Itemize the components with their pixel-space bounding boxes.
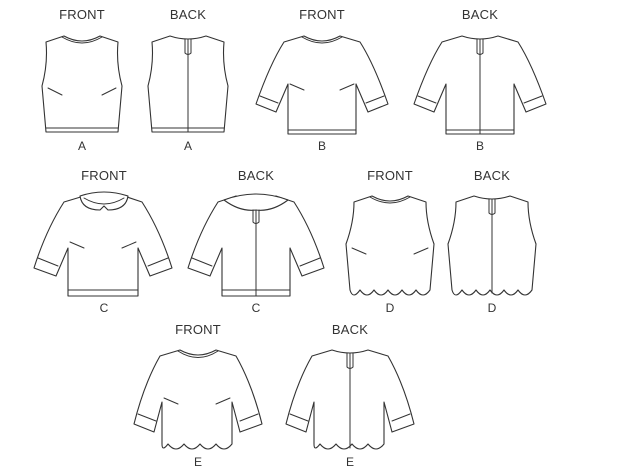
view-b-front-title: FRONT	[299, 7, 345, 22]
view-a-front: FRONT A	[41, 7, 123, 153]
view-b-front-body	[255, 35, 389, 135]
view-d-front-body	[345, 195, 435, 296]
view-c-front-collar	[79, 191, 129, 211]
view-b-front-letter: B	[318, 139, 326, 153]
view-e-front-title: FRONT	[175, 322, 221, 337]
view-b-back-title: BACK	[462, 7, 498, 22]
view-c-front: FRONT C	[33, 168, 173, 315]
view-b-front: FRONT B	[255, 7, 389, 153]
view-d-back: BACK D	[447, 168, 537, 315]
view-a-back: BACK A	[147, 7, 229, 153]
view-e-front-body	[133, 349, 263, 450]
view-c-back-letter: C	[252, 301, 261, 315]
view-e-back-title: BACK	[332, 322, 368, 337]
view-a-front-letter: A	[78, 139, 86, 153]
view-e-back: BACK E	[285, 322, 415, 469]
view-a-back-title: BACK	[170, 7, 206, 22]
view-a-front-body	[41, 35, 123, 133]
view-e-front-letter: E	[194, 455, 202, 469]
view-c-back-collar	[223, 193, 289, 211]
view-b-back: BACK B	[413, 7, 547, 153]
view-c-front-letter: C	[100, 301, 109, 315]
view-d-front-letter: D	[386, 301, 395, 315]
view-d-back-title: BACK	[474, 168, 510, 183]
view-c-back-title: BACK	[238, 168, 274, 183]
view-d-front: FRONT D	[345, 168, 435, 315]
view-b-back-letter: B	[476, 139, 484, 153]
view-a-front-title: FRONT	[59, 7, 105, 22]
view-c-back: BACK C	[187, 168, 325, 315]
view-a-back-letter: A	[184, 139, 192, 153]
view-d-front-title: FRONT	[367, 168, 413, 183]
view-d-back-letter: D	[488, 301, 497, 315]
view-c-front-body	[33, 195, 173, 297]
view-c-front-title: FRONT	[81, 168, 127, 183]
view-e-front: FRONT E	[133, 322, 263, 469]
view-e-back-letter: E	[346, 455, 354, 469]
